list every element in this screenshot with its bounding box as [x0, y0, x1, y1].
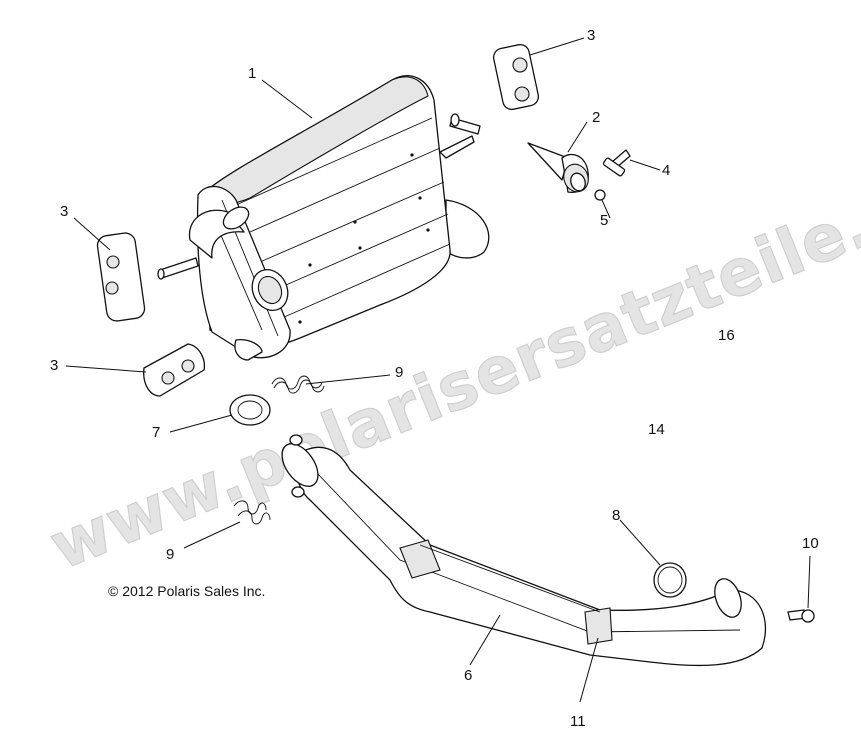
callout-8: 8 [612, 507, 620, 524]
callout-4: 4 [662, 162, 670, 179]
callout-14: 14 [648, 421, 665, 438]
head-pipe [281, 434, 767, 667]
leader-lines [65, 37, 811, 703]
nut-part-5 [594, 189, 606, 201]
muffler-assembly [157, 75, 490, 361]
bolt-part-4 [602, 149, 631, 177]
spring-lower [233, 500, 271, 525]
spring-upper [271, 375, 325, 394]
spark-arrestor [527, 142, 589, 193]
callout-3-bottom: 3 [50, 357, 58, 374]
bolt-part-10 [787, 609, 815, 623]
callout-9-upper: 9 [395, 364, 403, 381]
callout-9-lower: 9 [166, 546, 174, 563]
callout-2: 2 [592, 109, 600, 126]
callout-6: 6 [464, 667, 472, 684]
callout-5: 5 [600, 212, 608, 229]
callout-11: 11 [570, 713, 586, 730]
callout-16: 16 [718, 327, 735, 344]
callout-3-top: 3 [587, 27, 595, 44]
callout-3-left: 3 [60, 203, 68, 220]
callout-7: 7 [152, 424, 160, 441]
grommet-top [492, 43, 540, 111]
grommet-bottom [143, 343, 206, 397]
grommet-left [96, 232, 146, 322]
callout-1: 1 [248, 65, 256, 82]
gasket-part-7 [229, 394, 271, 426]
copyright-notice: © 2012 Polaris Sales Inc. [108, 583, 265, 599]
o-ring-part-8 [653, 562, 687, 598]
callout-10: 10 [802, 535, 819, 552]
